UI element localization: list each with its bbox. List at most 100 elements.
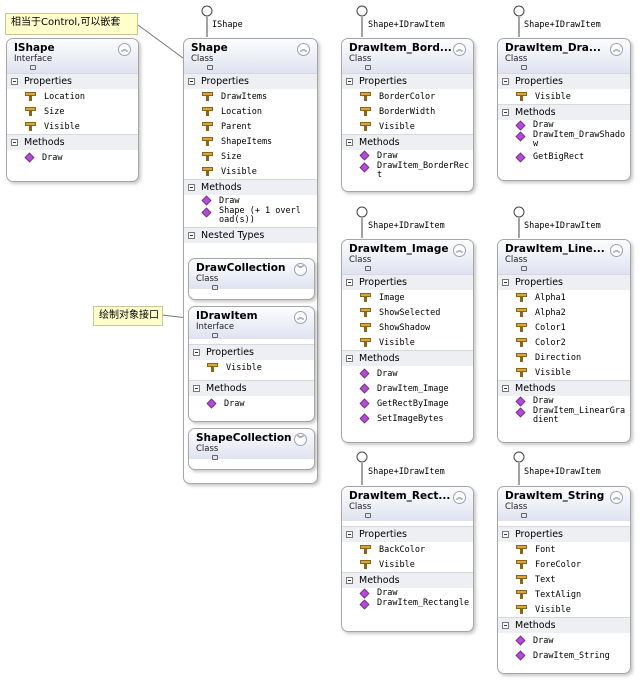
property-item[interactable]: Visible [342, 557, 473, 572]
method-item[interactable]: DrawItem_LinearGradient [498, 406, 630, 427]
section-header-methods[interactable]: Methods [342, 572, 473, 588]
method-item[interactable]: Draw [184, 195, 317, 206]
collapse-chevron-icon[interactable]: ︽ [610, 43, 623, 56]
method-item[interactable]: SetImageBytes [342, 411, 473, 426]
note-shape-nesting[interactable]: 相当于Control,可以嵌套 [5, 13, 138, 35]
property-item[interactable]: Visible [498, 602, 630, 617]
property-item[interactable]: Visible [498, 365, 630, 380]
class-box-drawitem-rectangle[interactable]: DrawItem_Rect... Class ︽ Properties Back… [341, 486, 474, 632]
box-header[interactable]: DrawItem_Rect... Class ︽ [342, 487, 473, 521]
property-item[interactable]: Image [342, 290, 473, 305]
property-item[interactable]: Alpha1 [498, 290, 630, 305]
method-item[interactable]: Draw [7, 150, 138, 165]
note-idrawitem[interactable]: 绘制对象接口 [93, 306, 163, 326]
class-box-drawitem-image[interactable]: DrawItem_Image Class ︽ Properties Image … [341, 239, 474, 443]
method-item[interactable]: Draw [498, 633, 630, 648]
property-item[interactable]: Parent [184, 119, 317, 134]
box-header[interactable]: DrawCollection Class ︾ [189, 259, 314, 290]
collapse-chevron-icon[interactable]: ︽ [453, 43, 466, 56]
collapse-minus-icon[interactable] [502, 279, 509, 286]
collapse-minus-icon[interactable] [11, 78, 18, 85]
collapse-minus-icon[interactable] [502, 531, 509, 538]
property-item[interactable]: BackColor [342, 542, 473, 557]
property-item[interactable]: Visible [498, 89, 630, 104]
method-item[interactable]: DrawItem_String [498, 648, 630, 663]
property-item[interactable]: Text [498, 572, 630, 587]
method-item[interactable]: Draw [498, 120, 630, 130]
property-item[interactable]: ShowSelected [342, 305, 473, 320]
property-item[interactable]: Visible [184, 164, 317, 179]
property-item[interactable]: Direction [498, 350, 630, 365]
section-header-properties[interactable]: Properties [498, 526, 630, 542]
property-item[interactable]: Size [184, 149, 317, 164]
property-item[interactable]: Color1 [498, 320, 630, 335]
collapse-chevron-icon[interactable]: ︽ [297, 43, 310, 56]
section-header-methods[interactable]: Methods [7, 134, 138, 150]
property-item[interactable]: TextAlign [498, 587, 630, 602]
collapse-chevron-icon[interactable]: ︽ [118, 43, 131, 56]
collapse-minus-icon[interactable] [502, 622, 509, 629]
method-item[interactable]: DrawItem_Rectangle [342, 598, 473, 611]
method-item[interactable]: Draw [498, 396, 630, 406]
collapse-minus-icon[interactable] [346, 78, 353, 85]
property-item[interactable]: Visible [342, 119, 473, 134]
collapse-minus-icon[interactable] [346, 139, 353, 146]
box-header[interactable]: DrawItem_Image Class ︽ [342, 240, 473, 274]
box-header[interactable]: DrawItem_Bord... Class ︽ [342, 39, 473, 73]
method-item[interactable]: GetRectByImage [342, 396, 473, 411]
collapse-minus-icon[interactable] [346, 355, 353, 362]
section-header-properties[interactable]: Properties [342, 73, 473, 89]
collapse-chevron-icon[interactable]: ︽ [453, 244, 466, 257]
box-header[interactable]: IDrawItem Interface ︽ [189, 307, 314, 339]
section-header-properties[interactable]: Properties [498, 73, 630, 89]
method-item[interactable]: Draw [342, 588, 473, 598]
collapse-minus-icon[interactable] [502, 385, 509, 392]
section-header-properties[interactable]: Properties [342, 526, 473, 542]
method-item[interactable]: Draw [189, 396, 314, 411]
class-box-drawcollection[interactable]: DrawCollection Class ︾ [188, 258, 315, 300]
section-header-methods[interactable]: Methods [184, 179, 317, 195]
box-header[interactable]: DrawItem_String Class ︽ [498, 487, 630, 521]
class-box-shapecollection[interactable]: ShapeCollection Class ︾ [188, 428, 315, 470]
property-item[interactable]: Location [7, 89, 138, 104]
section-header-methods[interactable]: Methods [498, 380, 630, 396]
class-box-drawitem-lineargradient[interactable]: DrawItem_Line... Class ︽ Properties Alph… [497, 239, 631, 443]
property-item[interactable]: Location [184, 104, 317, 119]
collapse-minus-icon[interactable] [193, 349, 200, 356]
box-header[interactable]: Shape Class ︽ [184, 39, 317, 73]
property-item[interactable]: Visible [342, 335, 473, 350]
class-box-drawitem-border[interactable]: DrawItem_Bord... Class ︽ Properties Bord… [341, 38, 474, 192]
box-header[interactable]: ShapeCollection Class ︾ [189, 429, 314, 460]
section-header-methods[interactable]: Methods [189, 380, 314, 396]
property-item[interactable]: BorderColor [342, 89, 473, 104]
property-item[interactable]: BorderWidth [342, 104, 473, 119]
expand-chevron-icon[interactable]: ︾ [294, 433, 307, 446]
collapse-minus-icon[interactable] [502, 78, 509, 85]
expand-chevron-icon[interactable]: ︾ [294, 263, 307, 276]
method-item[interactable]: GetBigRect [498, 151, 630, 163]
collapse-minus-icon[interactable] [502, 109, 509, 116]
collapse-minus-icon[interactable] [346, 279, 353, 286]
property-item[interactable]: DrawItems [184, 89, 317, 104]
property-item[interactable]: Size [7, 104, 138, 119]
method-item[interactable]: Draw [342, 366, 473, 381]
collapse-chevron-icon[interactable]: ︽ [610, 491, 623, 504]
property-item[interactable]: ForeColor [498, 557, 630, 572]
section-header-properties[interactable]: Properties [342, 274, 473, 290]
section-header-methods[interactable]: Methods [342, 350, 473, 366]
class-box-drawitem-drawshadow[interactable]: DrawItem_Dra... Class ︽ Properties Visib… [497, 38, 631, 181]
class-box-drawitem-string[interactable]: DrawItem_String Class ︽ Properties Font … [497, 486, 631, 674]
property-item[interactable]: Font [498, 542, 630, 557]
section-header-properties[interactable]: Properties [184, 73, 317, 89]
section-header-methods[interactable]: Methods [342, 134, 473, 150]
collapse-minus-icon[interactable] [346, 577, 353, 584]
property-item[interactable]: Alpha2 [498, 305, 630, 320]
section-header-properties[interactable]: Properties [189, 344, 314, 360]
section-header-nested-types[interactable]: Nested Types [184, 227, 317, 243]
section-header-methods[interactable]: Methods [498, 104, 630, 120]
collapse-minus-icon[interactable] [188, 184, 195, 191]
property-item[interactable]: Visible [7, 119, 138, 134]
class-box-ishape[interactable]: IShape Interface ︽ Properties Location S… [6, 38, 139, 182]
box-header[interactable]: IShape Interface ︽ [7, 39, 138, 73]
box-header[interactable]: DrawItem_Line... Class ︽ [498, 240, 630, 274]
